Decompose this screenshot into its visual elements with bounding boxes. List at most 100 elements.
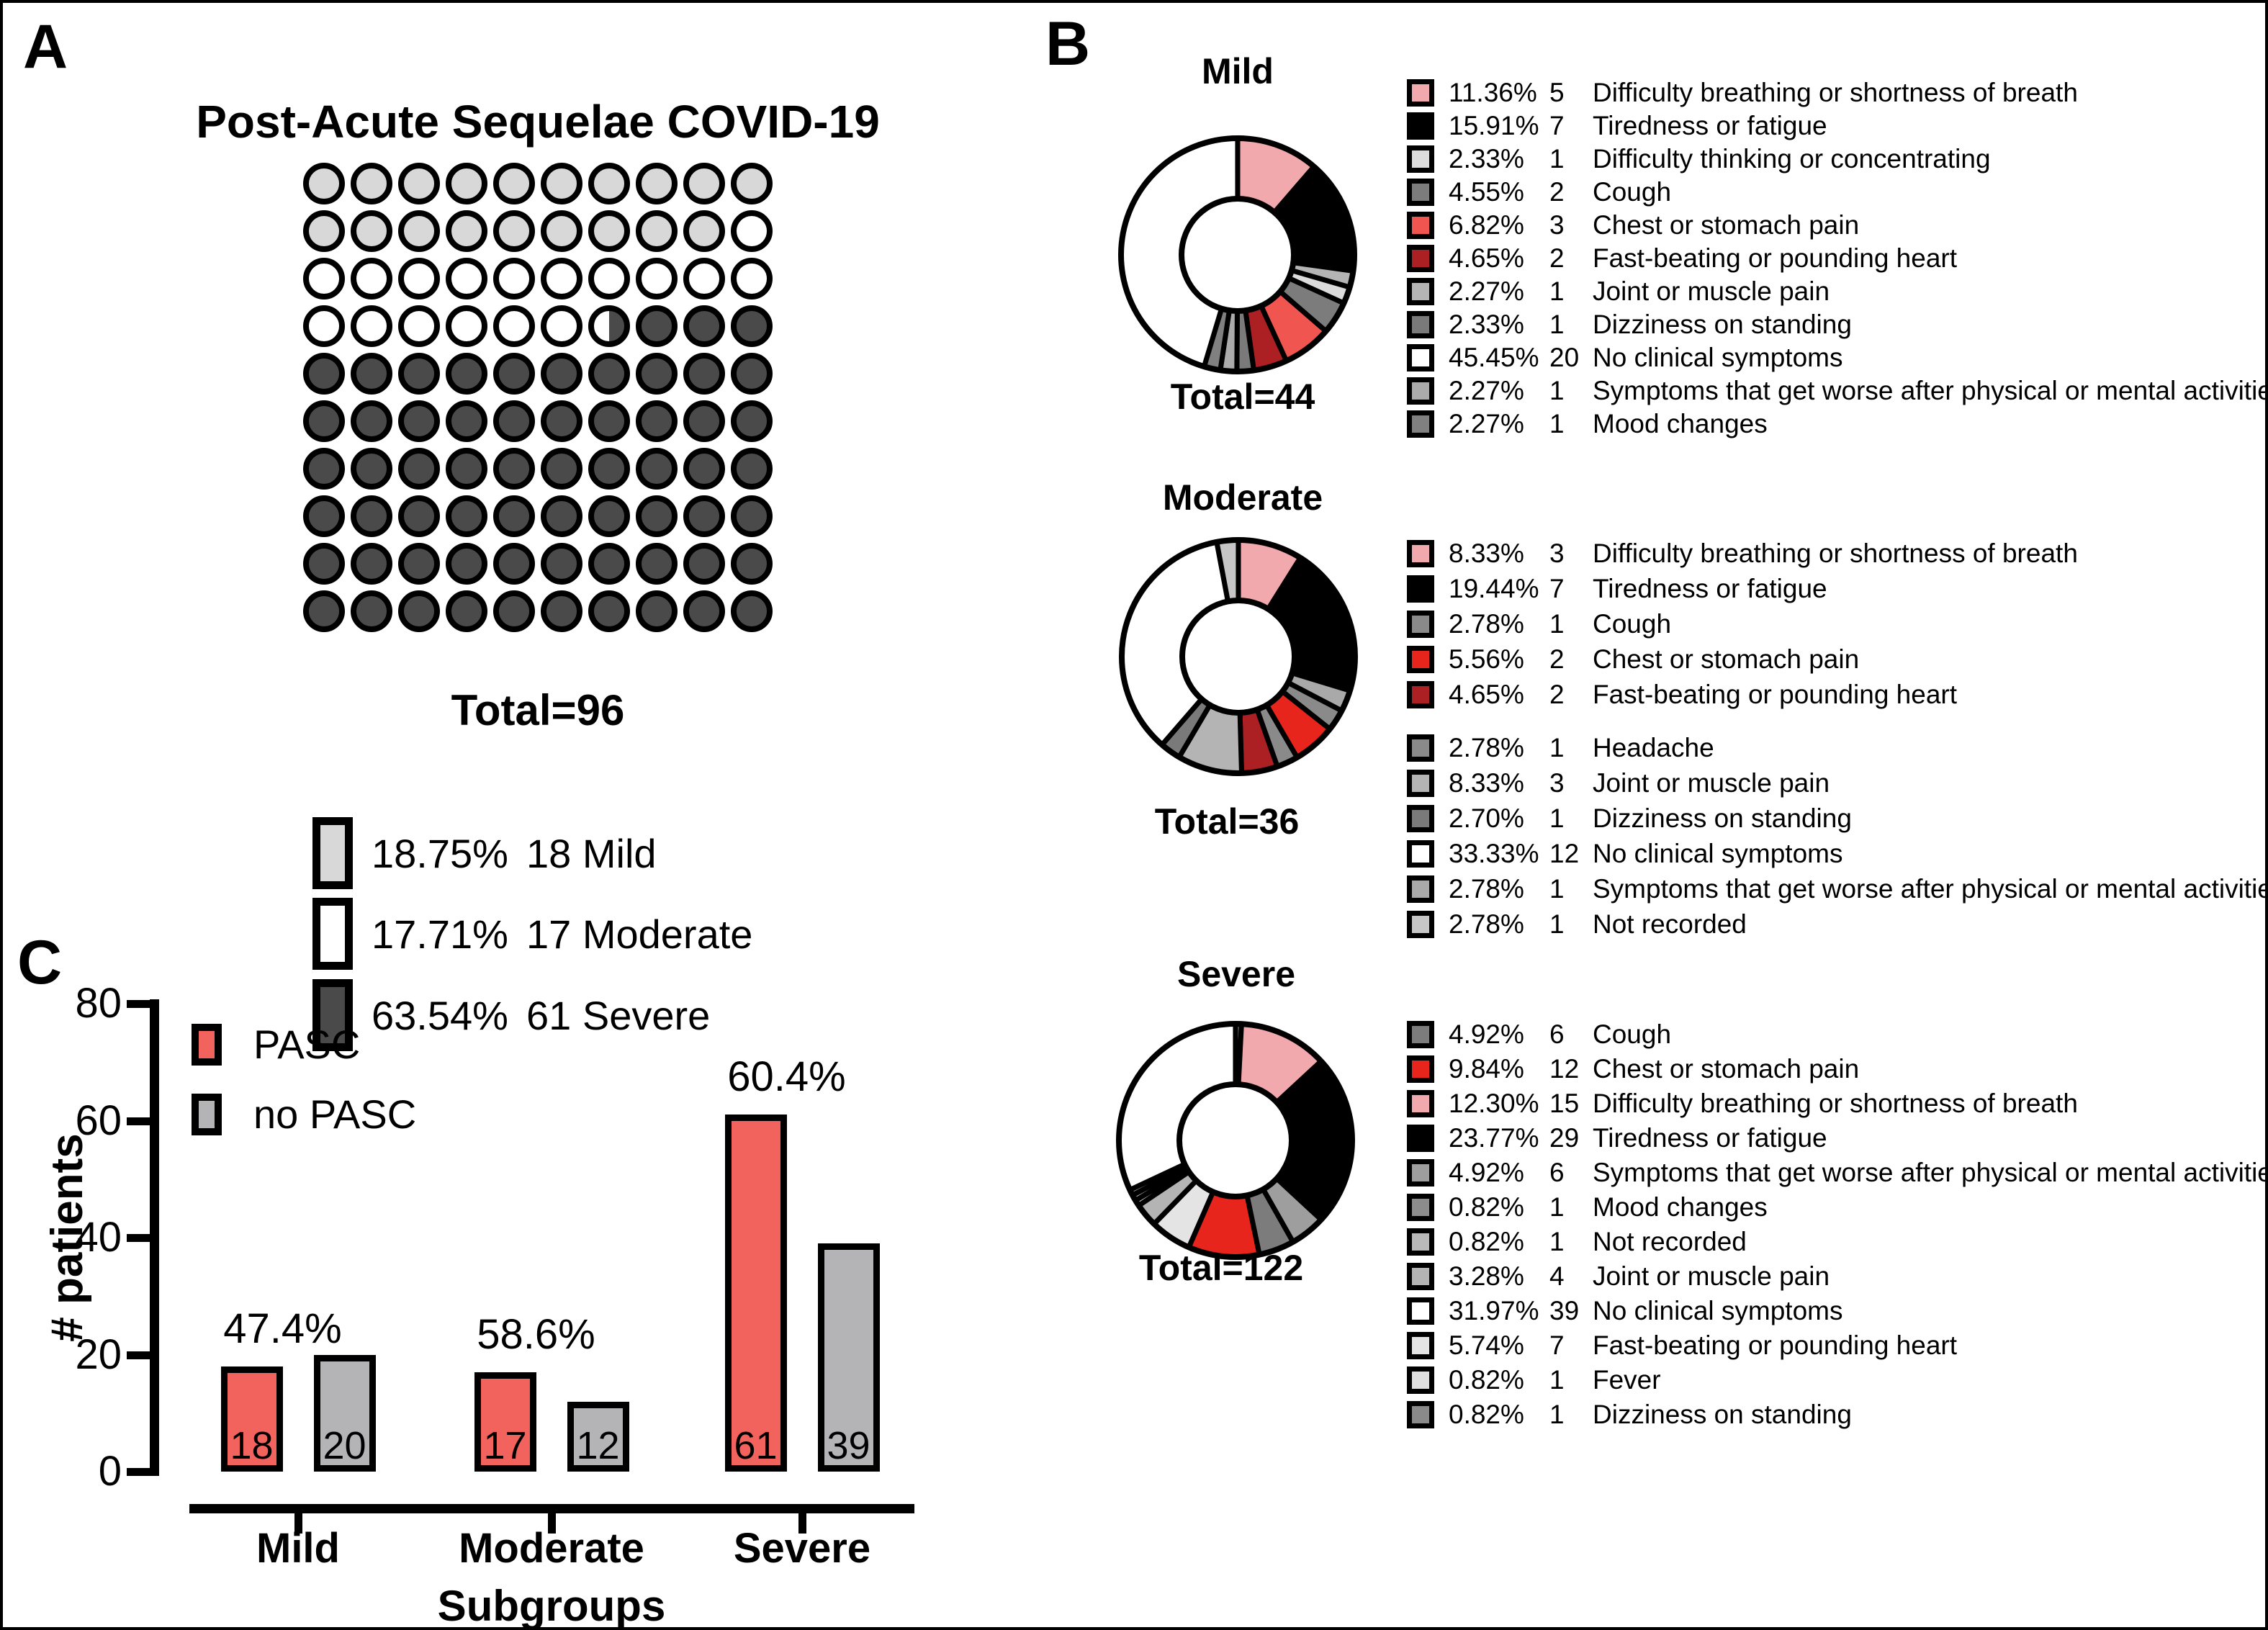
waffle-dot-moderate <box>351 258 392 300</box>
waffle-dot-mild <box>446 163 487 204</box>
legend-label: No clinical symptoms <box>1593 343 1843 372</box>
legend-count: 39 <box>1549 1296 1580 1325</box>
legend-swatch <box>1407 1021 1434 1048</box>
waffle-dot-severe <box>446 495 487 537</box>
y-axis-tick <box>127 1000 150 1008</box>
legend-count: 1 <box>1549 874 1565 904</box>
legend-count: 1 <box>1549 1192 1565 1222</box>
legend-label: Cough <box>1593 1019 1672 1049</box>
waffle-dot-mild <box>636 210 678 252</box>
legend-percent: 2.78% <box>1449 733 1524 762</box>
waffle-dot-severe <box>493 543 535 585</box>
legend-label: 61 Severe <box>526 992 711 1038</box>
waffle-dot-mild <box>351 210 392 252</box>
legend-label: Fast-beating or pounding heart <box>1593 243 1958 273</box>
legend-percent: 5.56% <box>1449 644 1524 674</box>
x-axis-tick <box>798 1512 806 1534</box>
waffle-grid <box>303 163 773 632</box>
legend-swatch <box>1407 1228 1434 1256</box>
legend-swatch <box>312 898 353 970</box>
bar-no-pasc-severe <box>817 1243 880 1472</box>
donut-chart-severe <box>1116 1021 1355 1260</box>
donut-outer-ring <box>1118 135 1357 374</box>
legend-count: 1 <box>1549 1227 1565 1256</box>
waffle-dot-moderate <box>588 258 630 300</box>
legend-count: 2 <box>1549 644 1565 674</box>
legend-percent: 2.27% <box>1449 276 1524 306</box>
legend-swatch <box>1407 410 1434 438</box>
legend-swatch <box>1407 1366 1434 1394</box>
donut-total-moderate: Total=36 <box>1154 801 1300 842</box>
legend-swatch <box>1407 212 1434 239</box>
waffle-dot-moderate <box>731 210 773 252</box>
legend-swatch-pasc <box>192 1024 222 1066</box>
legend-percent: 2.78% <box>1449 909 1524 939</box>
legend-percent: 4.92% <box>1449 1158 1524 1187</box>
x-category-label: Moderate <box>459 1525 644 1572</box>
waffle-dot-mild <box>493 210 535 252</box>
legend-count: 1 <box>1549 144 1565 174</box>
waffle-legend-item: 63.54%61 Severe <box>312 979 710 1051</box>
legend-label: Joint or muscle pain <box>1593 1261 1830 1291</box>
bar-value-label: 12 <box>576 1424 620 1467</box>
legend-percent: 8.33% <box>1449 768 1524 798</box>
waffle-dot-severe <box>683 400 725 442</box>
waffle-dot-severe <box>351 353 392 395</box>
waffle-dot-mild <box>588 163 630 204</box>
waffle-total: Total=96 <box>451 686 625 734</box>
legend-percent: 2.27% <box>1449 409 1524 438</box>
x-axis-title: Subgroups <box>437 1582 666 1630</box>
waffle-dot-half-moderate-severe <box>588 305 630 347</box>
x-axis-tick <box>294 1512 302 1534</box>
legend-swatch <box>1407 278 1434 305</box>
legend-swatch <box>1407 145 1434 173</box>
waffle-dot-severe <box>398 400 440 442</box>
legend-swatch <box>1407 1090 1434 1117</box>
legend-percent: 8.33% <box>1449 539 1524 568</box>
waffle-dot-severe <box>351 543 392 585</box>
legend-label: Difficulty breathing or shortness of bre… <box>1593 539 2078 568</box>
legend-percent: 4.55% <box>1449 177 1524 207</box>
waffle-dot-moderate <box>541 258 582 300</box>
waffle-dot-mild <box>493 163 535 204</box>
legend-count: 15 <box>1549 1089 1580 1118</box>
legend-swatch <box>1407 344 1434 372</box>
pasc-percent-annotation: 58.6% <box>477 1310 595 1358</box>
waffle-dot-severe <box>541 400 582 442</box>
legend-percent: 4.92% <box>1449 1019 1524 1049</box>
legend-percent: 3.28% <box>1449 1261 1524 1291</box>
waffle-dot-severe <box>588 448 630 490</box>
legend-count: 1 <box>1549 276 1565 306</box>
legend-percent: 2.70% <box>1449 803 1524 833</box>
panel-c-label: C <box>17 928 63 997</box>
bar-pasc-severe <box>724 1115 787 1472</box>
waffle-dot-severe <box>636 353 678 395</box>
waffle-dot-moderate <box>636 258 678 300</box>
y-axis-tick <box>127 1468 150 1476</box>
waffle-dot-severe <box>351 448 392 490</box>
legend-label: Not recorded <box>1593 909 1747 939</box>
donut-title-moderate: Moderate <box>1162 477 1323 518</box>
legend-percent: 0.82% <box>1449 1192 1524 1222</box>
waffle-dot-severe <box>398 590 440 632</box>
legend-swatch <box>1407 179 1434 206</box>
waffle-dot-severe <box>588 400 630 442</box>
legend-percent: 4.65% <box>1449 680 1524 709</box>
legend-label: Headache <box>1593 733 1714 762</box>
x-axis-tick <box>548 1512 556 1534</box>
y-axis-tick <box>127 1117 150 1125</box>
waffle-dot-severe <box>636 543 678 585</box>
legend-swatch <box>1407 575 1434 603</box>
legend-percent: 0.82% <box>1449 1400 1524 1429</box>
waffle-dot-severe <box>636 495 678 537</box>
legend-percent: 2.78% <box>1449 874 1524 904</box>
legend-swatch <box>1407 1159 1434 1187</box>
waffle-dot-mild <box>588 210 630 252</box>
